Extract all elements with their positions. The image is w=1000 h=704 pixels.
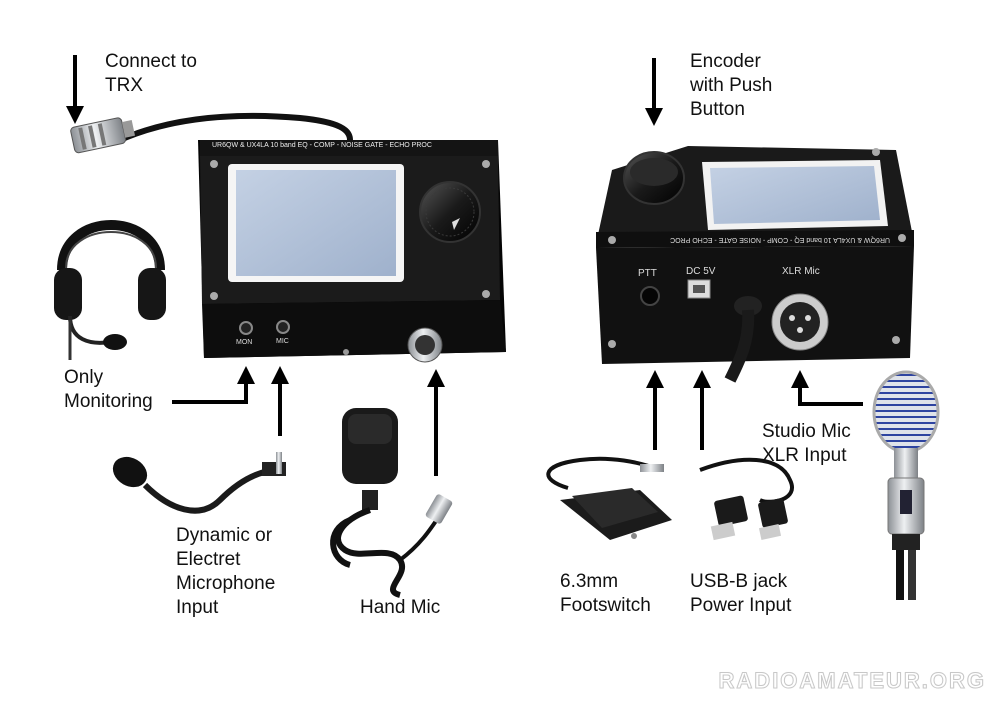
headphones xyxy=(54,220,166,360)
gooseneck-mic xyxy=(112,452,286,514)
watermark: RADIOAMATEUR.ORG xyxy=(718,668,986,694)
back-device xyxy=(596,146,914,383)
xlr-label: XLR Mic xyxy=(782,266,820,277)
trx-cable xyxy=(70,112,353,154)
arrow-footswitch xyxy=(646,370,664,450)
back-device-top-text: UR6QW & UX4LA 10 band EQ - COMP - NOISE … xyxy=(670,236,890,243)
arrows xyxy=(66,55,863,476)
jack-mic-label: MIC xyxy=(276,338,289,345)
front-device-top-text: UR6QW & UX4LA 10 band EQ - COMP - NOISE … xyxy=(212,142,432,149)
arrow-monitoring xyxy=(172,366,255,404)
ptt-label: PTT xyxy=(638,268,657,279)
footswitch xyxy=(546,456,672,540)
label-studio-mic: Studio Mic XLR Input xyxy=(762,421,851,466)
arrow-usb xyxy=(693,370,711,450)
studio-mic xyxy=(872,370,940,600)
arrow-xlr xyxy=(791,370,863,406)
label-connect-trx: Connect to TRX xyxy=(105,51,197,96)
label-only-monitoring: Only Monitoring xyxy=(64,367,153,412)
dc-label: DC 5V xyxy=(686,266,716,277)
label-footswitch: 6.3mm Footswitch xyxy=(560,571,651,616)
label-dynamic-mic: Dynamic or Electret Microphone Input xyxy=(176,525,276,618)
jack-mon-label: MON xyxy=(236,339,253,346)
label-hand-mic: Hand Mic xyxy=(360,597,441,618)
usb-cable xyxy=(699,457,794,541)
arrow-dynamic-mic xyxy=(271,366,289,436)
label-encoder: Encoder with Push Button xyxy=(690,51,773,120)
arrow-encoder xyxy=(645,58,663,126)
arrow-hand-mic xyxy=(427,369,445,476)
label-usb-power: USB-B jack Power Input xyxy=(690,571,792,616)
hand-mic xyxy=(330,408,453,598)
front-device xyxy=(198,140,506,363)
arrow-connect-trx xyxy=(66,55,84,124)
